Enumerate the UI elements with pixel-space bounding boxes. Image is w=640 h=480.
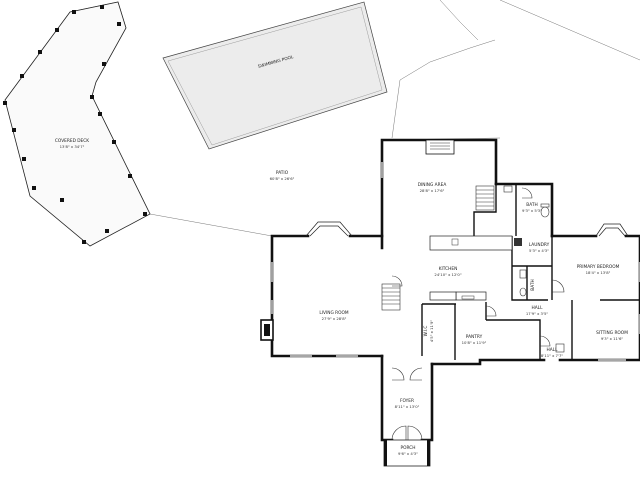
swimming-pool: SWIMMING POOL — [162, 1, 388, 150]
doors — [391, 187, 565, 441]
room-dims: 4'5" x 11'9" — [429, 320, 434, 343]
room-label: LIVING ROOM — [319, 310, 349, 316]
room-dims: 5'3" x 4'3" — [529, 248, 549, 253]
fireplaces — [260, 139, 455, 341]
room-label: HALL — [532, 305, 544, 311]
room-label: SITTING ROOM — [596, 330, 628, 336]
room-label: KITCHEN — [439, 266, 458, 272]
room-dims: 24'10" x 12'0" — [434, 272, 461, 277]
room-label: DINING AREA — [418, 182, 447, 188]
room-label: BATH — [526, 202, 537, 208]
exterior-walls — [270, 138, 640, 442]
room-dims: 9'6" x 4'3" — [398, 451, 418, 456]
room-label: PANTRY — [466, 334, 483, 340]
room-label: PORCH — [401, 445, 416, 451]
room-label: PATIO — [276, 170, 289, 176]
room-dims: 18'4" x 13'8" — [586, 270, 611, 275]
room-dims: 27'9" x 28'8" — [322, 316, 347, 321]
room-label: W.I.C — [423, 326, 429, 337]
room-labels: DINING AREA 28'8" x 17'6" BATH 9'3" x 5'… — [319, 182, 628, 456]
interior-walls — [421, 184, 640, 360]
room-label: PRIMARY BEDROOM — [577, 264, 620, 270]
room-dims: 10'8" x 11'9" — [462, 340, 487, 345]
bath-fixtures — [503, 185, 565, 353]
room-label: HALL — [547, 347, 559, 353]
kitchen-counters — [429, 235, 522, 301]
room-dims: 17'9" x 3'5" — [526, 311, 549, 316]
room-label: COVERED DECK — [55, 138, 89, 144]
room-dims: 28'8" x 17'6" — [420, 188, 445, 193]
room-label: BATH — [530, 279, 536, 290]
stairs — [381, 185, 495, 311]
room-dims: 60'8" x 26'6" — [270, 176, 295, 181]
room-label: LAUNDRY — [529, 242, 550, 248]
porch — [383, 439, 431, 467]
room-label: FOYER — [400, 398, 414, 404]
room-dims: 9'3" x 11'6" — [601, 336, 624, 341]
room-dims: 13'8" x 34'7" — [60, 144, 85, 149]
bay-windows — [305, 221, 629, 237]
covered-deck: COVERED DECK 13'8" x 34'7" — [3, 1, 151, 247]
room-dims: 9'3" x 5'3" — [522, 208, 542, 213]
windows — [271, 162, 640, 361]
room-dims: 8'11" x 7'7" — [541, 353, 564, 358]
room-dims: 8'11" x 13'0" — [395, 404, 420, 409]
